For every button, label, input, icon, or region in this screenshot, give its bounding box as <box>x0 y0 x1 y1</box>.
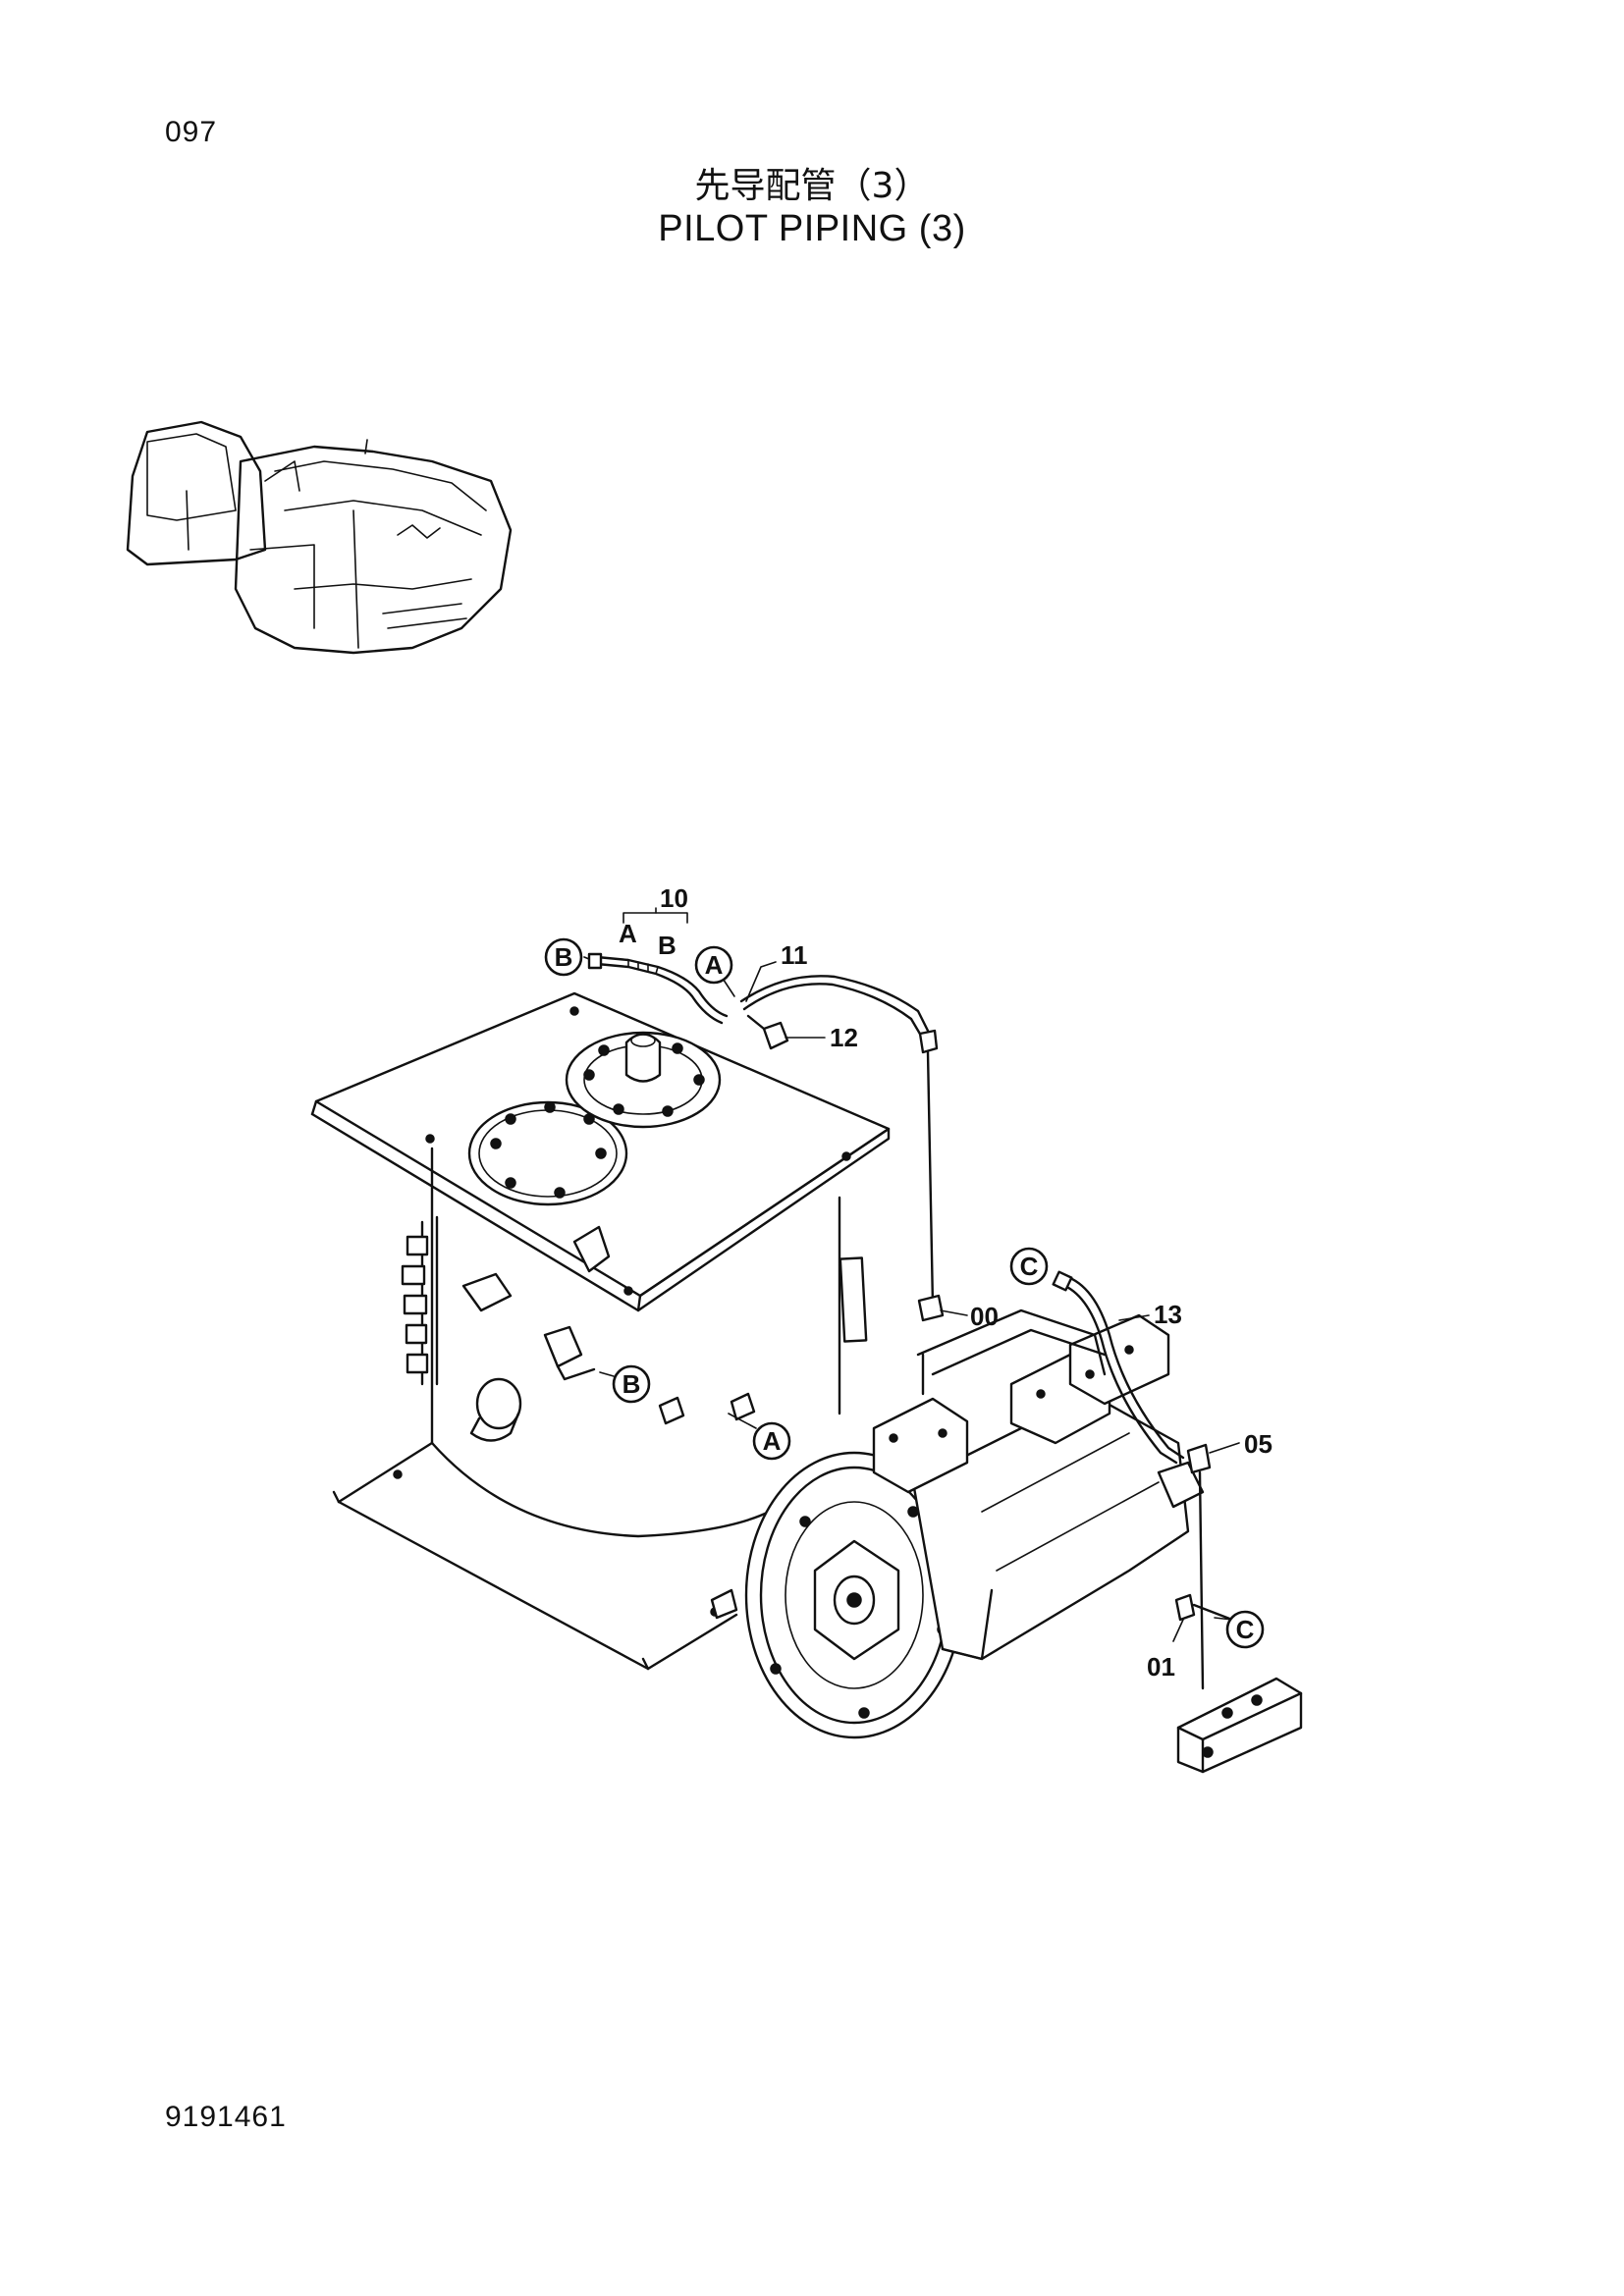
part-label-01: 01 <box>1147 1652 1175 1682</box>
callout-a-mid: A <box>752 1421 791 1461</box>
page-title-english: PILOT PIPING (3) <box>658 208 966 249</box>
page-title-chinese: 先导配管（3） <box>694 166 930 206</box>
svg-text:A: A <box>763 1426 782 1456</box>
callout-b-top: B <box>544 937 583 977</box>
part-label-11: 11 <box>781 940 808 970</box>
page-number: 097 <box>165 116 218 148</box>
callout-a-top: A <box>694 945 733 985</box>
excavator-location-icon <box>126 420 513 655</box>
pilot-hoses <box>587 952 1234 1690</box>
hose-end-label-a: A <box>619 919 637 948</box>
callout-b-mid: B <box>612 1364 651 1404</box>
svg-text:C: C <box>1020 1252 1039 1281</box>
part-labels: 10 A B 11 12 00 13 05 01 <box>619 883 1272 1682</box>
svg-text:C: C <box>1236 1615 1255 1644</box>
part-label-12: 12 <box>830 1023 858 1052</box>
hose-end-label-b: B <box>658 931 677 960</box>
part-label-13: 13 <box>1154 1300 1182 1329</box>
main-pump <box>744 1308 1205 1739</box>
hydraulic-tank <box>310 991 891 1671</box>
svg-text:B: B <box>623 1369 641 1399</box>
port-block <box>1176 1677 1303 1774</box>
part-label-10: 10 <box>660 883 688 913</box>
callout-c-top: C <box>1009 1247 1049 1286</box>
document-number: 9191461 <box>165 2101 287 2133</box>
part-label-05: 05 <box>1244 1429 1272 1459</box>
part-label-00: 00 <box>970 1302 999 1331</box>
svg-text:A: A <box>705 950 724 980</box>
callout-c-bottom: C <box>1225 1610 1265 1649</box>
svg-text:B: B <box>555 942 573 972</box>
